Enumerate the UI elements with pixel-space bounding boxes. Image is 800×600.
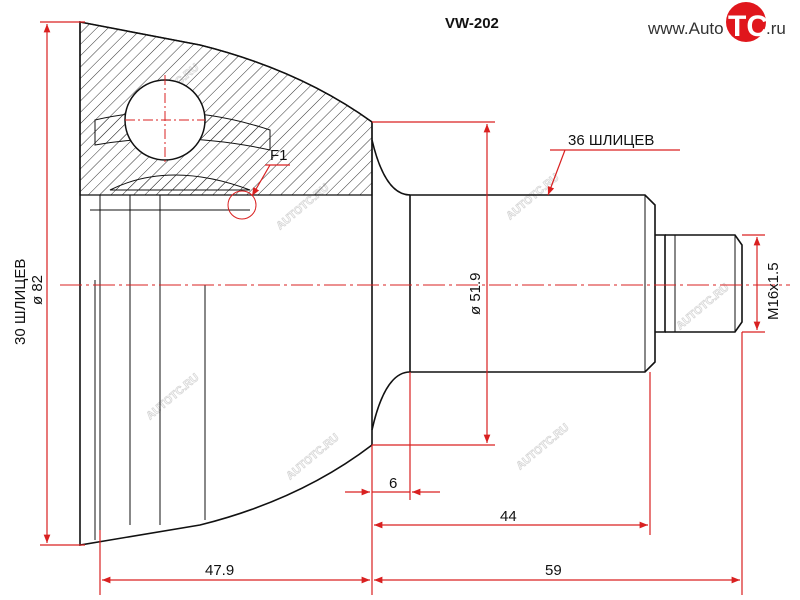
logo-circle-icon [726,2,766,42]
label-shaft-diameter: ø 51.9 [467,272,484,315]
label-dim-44: 44 [500,508,517,525]
autotc-logo: www.Auto TC .ru [647,2,786,43]
dimensions [40,21,765,595]
watermark: AUTOTC.RU [504,172,561,223]
label-dim-59: 59 [545,562,562,579]
logo-mark: TC [728,10,768,43]
shaft [409,194,743,373]
watermark: AUTOTC.RU [514,422,571,473]
label-outer-splines: 36 ШЛИЦЕВ [568,132,654,149]
label-inner-splines: 30 ШЛИЦЕВ [12,259,29,345]
logo-prefix: www.Auto [647,19,724,38]
logo-suffix: .ru [766,19,786,38]
label-thread: M16x1.5 [765,262,782,320]
watermark: AUTOTC.RU [144,372,201,423]
watermark: AUTOTC.RU [284,432,341,483]
label-outer-diameter: ø 82 [29,275,46,305]
label-dim-6: 6 [389,475,397,492]
label-dim-47-9: 47.9 [205,562,234,579]
label-f1: F1 [270,147,288,164]
housing [79,21,411,546]
part-number: VW-202 [445,15,499,32]
watermark: AUTOTC.RU [674,282,731,333]
